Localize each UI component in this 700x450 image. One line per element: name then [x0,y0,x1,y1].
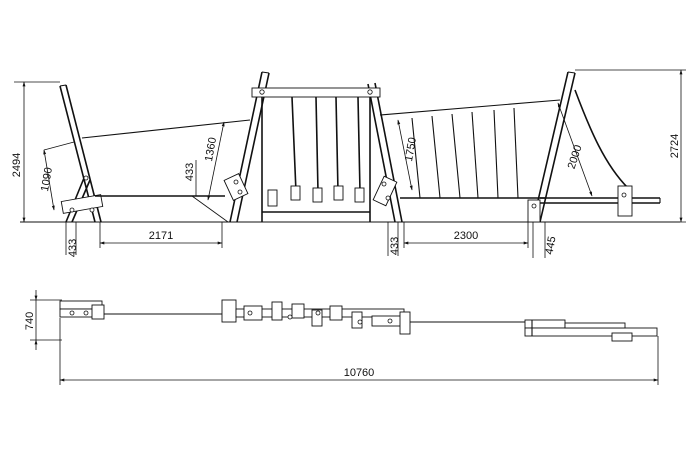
dim-label-right-footing: 445 [544,235,559,255]
elevation-view: 2494 1090 433 2171 1360 433 [11,69,686,258]
dim-label-left-brace: 1090 [39,166,55,192]
dim-plan-depth: 740 [24,290,62,350]
dim-center-left-small: 433 [184,160,229,223]
dim-left-brace: 1090 [39,141,75,211]
dim-left-span: 2171 [99,222,223,248]
plan-view: 740 10760 [24,290,659,385]
dim-label-left-footing: 433 [67,239,79,257]
dim-right-span: 2300 [403,222,529,248]
dim-center-right-footing: 433 [387,222,401,256]
plan-right-frame [524,319,658,342]
dim-label-center-left-height: 1360 [203,136,219,162]
dim-label-right-span: 2300 [454,230,478,242]
dim-right-height: 2000 [557,102,593,197]
dim-label-plan-total-length: 10760 [344,367,375,379]
left-top-rope [81,119,251,139]
dim-left-overall: 2494 [11,81,60,223]
center-frame [223,71,403,223]
right-climbing-ladder [379,99,561,199]
dim-label-left-overall: 2494 [11,153,23,177]
plan-left-frame [59,300,105,320]
dim-label-left-span: 2171 [149,230,173,242]
dim-label-right-overall: 2724 [669,134,681,158]
dim-center-right-height: 1750 [397,119,419,191]
dim-center-left-height: 1360 [203,121,225,201]
left-a-frame [59,84,104,223]
plan-center-frame [221,299,411,335]
dim-plan-total-length: 10760 [59,318,659,385]
right-a-frame [527,71,661,223]
dim-label-right-height: 2000 [566,144,585,171]
dim-label-plan-depth: 740 [24,312,36,330]
dim-label-center-right-footing: 433 [389,237,401,255]
dim-label-center-right-height: 1750 [403,136,419,162]
dim-right-footing: 445 [532,222,559,258]
dim-label-center-left-small: 433 [184,163,196,181]
dim-right-overall: 2724 [575,69,686,223]
dim-left-footing: 433 [65,222,79,257]
